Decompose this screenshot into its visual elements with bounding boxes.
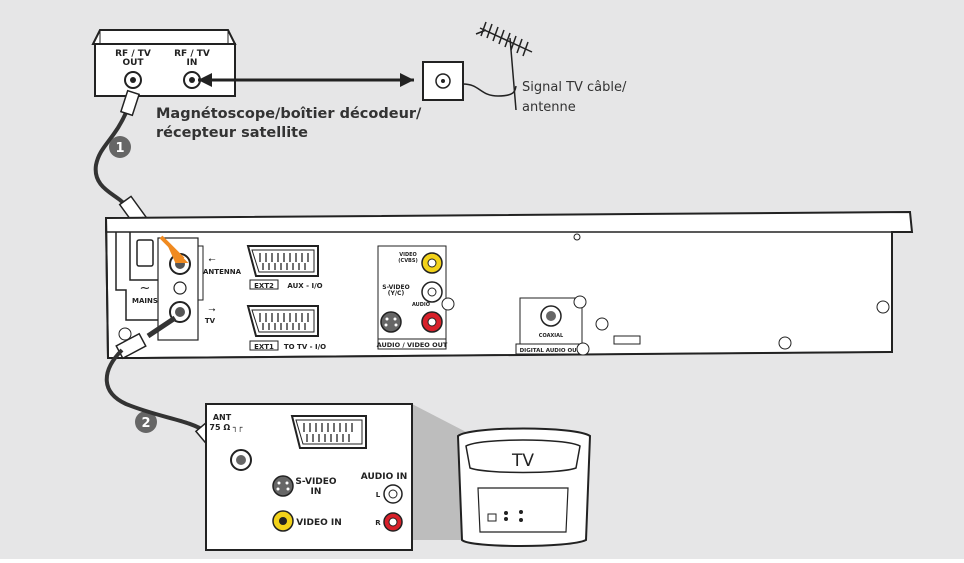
rf-in-line2: IN — [187, 58, 198, 68]
audio-l-label: L — [376, 491, 381, 499]
av-out-group: VIDEO(CVBS) S-VIDEO(Y/C) AUDIO AUDIO / V… — [377, 245, 455, 350]
ant-line1: ANT — [213, 413, 232, 422]
recorder-rear-panel: ~ MAINS ⭠ ANTENNA ⭢ TV — [104, 210, 914, 359]
step-1-text: 1 — [115, 141, 124, 156]
mains-symbol: ~ — [140, 281, 151, 296]
ant-line2: 75 Ω ┐┌ — [209, 423, 242, 433]
rf-in-line1: RF / TV — [174, 49, 210, 59]
video-cvbs-label: VIDEO(CVBS) — [398, 252, 418, 264]
video-cvbs-line2: (CVBS) — [398, 258, 418, 264]
svideo-line2: (Y/C) — [388, 290, 405, 297]
svideo-in-line1: S-VIDEO — [295, 477, 336, 487]
tv-set: TV — [456, 427, 592, 547]
antenna-socket — [198, 61, 517, 101]
ext1-scart: EXT1 TO TV - I/O — [246, 305, 326, 351]
svg-text:⭠: ⭠ — [208, 255, 215, 265]
av-out-label: AUDIO / VIDEO OUT — [377, 341, 448, 349]
mains-socket — [136, 239, 154, 267]
tv-label-panel: TV — [205, 317, 216, 325]
ext2-scart: EXT2 AUX - I/O — [246, 245, 323, 290]
video-cvbs-line1: VIDEO — [399, 252, 417, 258]
aux-label: AUX - I/O — [287, 282, 322, 290]
audio-r-label: R — [375, 519, 381, 527]
digital-audio-group: COAXIAL DIGITAL AUDIO OUT — [515, 295, 590, 356]
step-badge-2: 2 — [135, 411, 157, 433]
rf-out-line1: RF / TV — [115, 49, 151, 59]
rf-out-line2: OUT — [122, 58, 144, 68]
digital-audio-out-label: DIGITAL AUDIO OUT — [520, 348, 581, 354]
tv-svideo-jack — [272, 475, 294, 497]
svideo-line1: S-VIDEO — [382, 284, 409, 291]
vcr-caption: Magnétoscope/boîtier décodeur/ récepteur… — [156, 106, 422, 141]
coaxial-label: COAXIAL — [539, 333, 564, 339]
tv-antenna-icon — [475, 21, 533, 111]
svg-text:⭢: ⭢ — [208, 305, 215, 315]
audio-label: AUDIO — [412, 302, 430, 308]
antenna-caption: Signal TV câble/ antenne — [522, 80, 627, 115]
mains-label: MAINS — [132, 297, 158, 305]
ext1-label: EXT1 — [254, 343, 274, 351]
ext2-label: EXT2 — [254, 282, 274, 290]
antenna-label: ANTENNA — [203, 268, 242, 276]
svideo-jack — [380, 311, 402, 333]
svideo-in-line2: IN — [311, 487, 322, 497]
video-in-label: VIDEO IN — [296, 518, 342, 528]
svideo-label: S-VIDEO(Y/C) — [382, 284, 409, 297]
step-badge-1: 1 — [109, 136, 131, 158]
step-2-text: 2 — [141, 416, 150, 431]
audio-in-label: AUDIO IN — [361, 472, 407, 482]
tv-set-label: TV — [511, 451, 534, 471]
to-tv-label: TO TV - I/O — [284, 343, 326, 351]
